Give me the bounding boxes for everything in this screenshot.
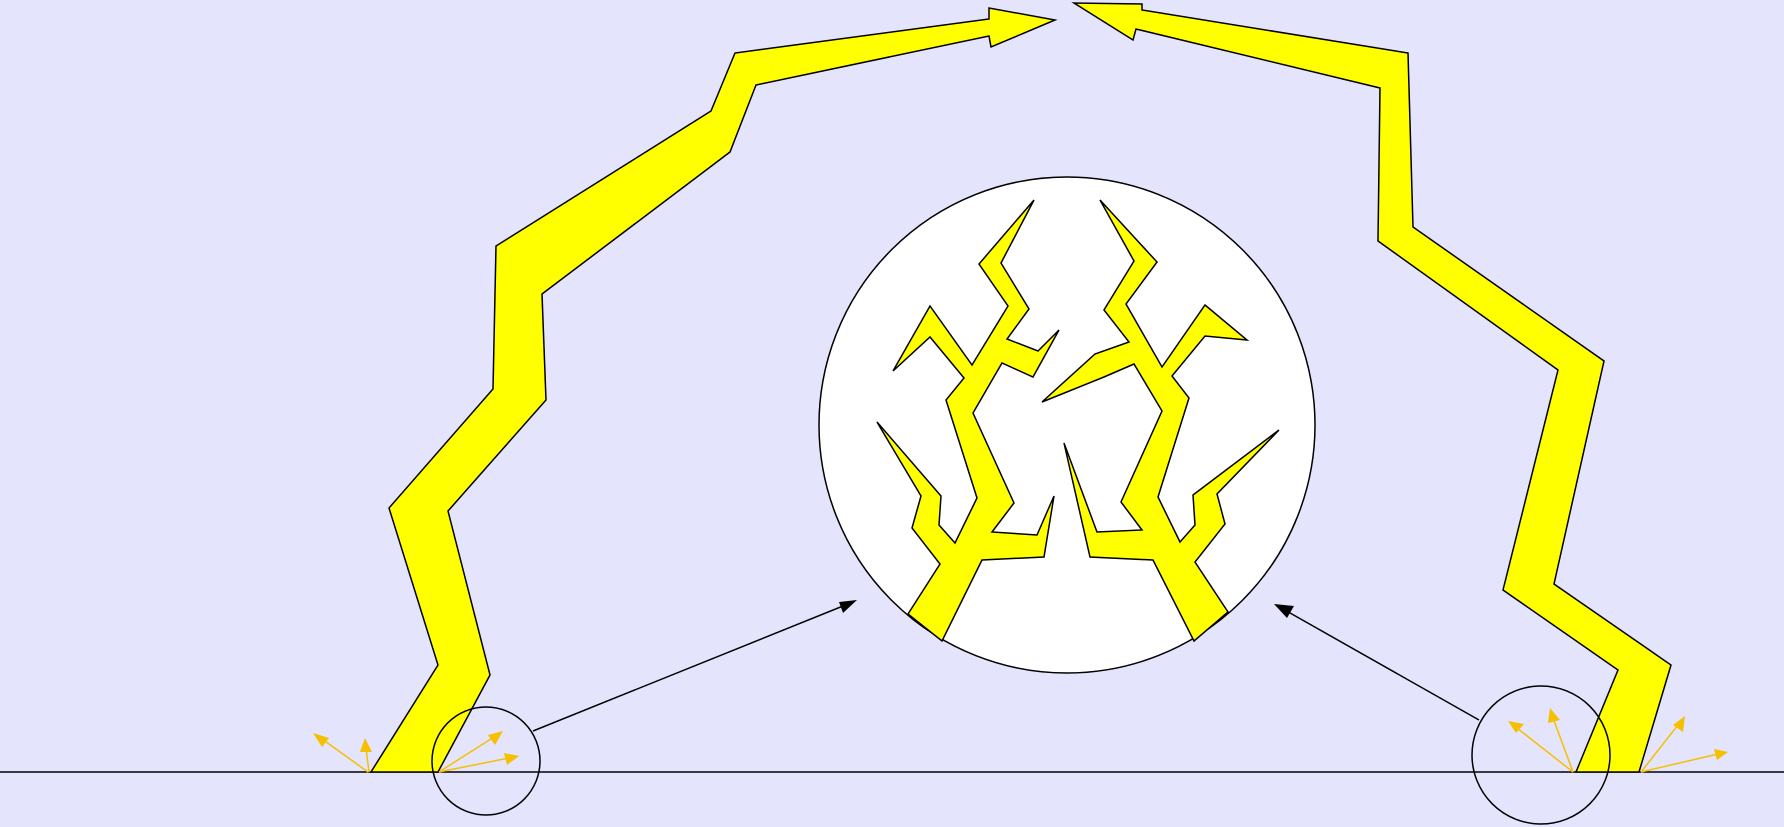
spark-arrow bbox=[439, 753, 519, 772]
left-connector-arrowhead bbox=[839, 600, 857, 613]
inset-circle bbox=[819, 177, 1315, 673]
spark-arrow bbox=[1641, 749, 1728, 772]
left-connector-line bbox=[533, 604, 848, 731]
right-connector-arrowhead bbox=[1274, 604, 1294, 618]
right-connector-line bbox=[1283, 609, 1479, 720]
inset-magnified-view bbox=[819, 177, 1315, 673]
left-contact-circle bbox=[432, 707, 540, 815]
left-ground-contact bbox=[432, 600, 857, 815]
right-ground-contact bbox=[1274, 604, 1610, 824]
spark-arrow bbox=[313, 733, 368, 772]
